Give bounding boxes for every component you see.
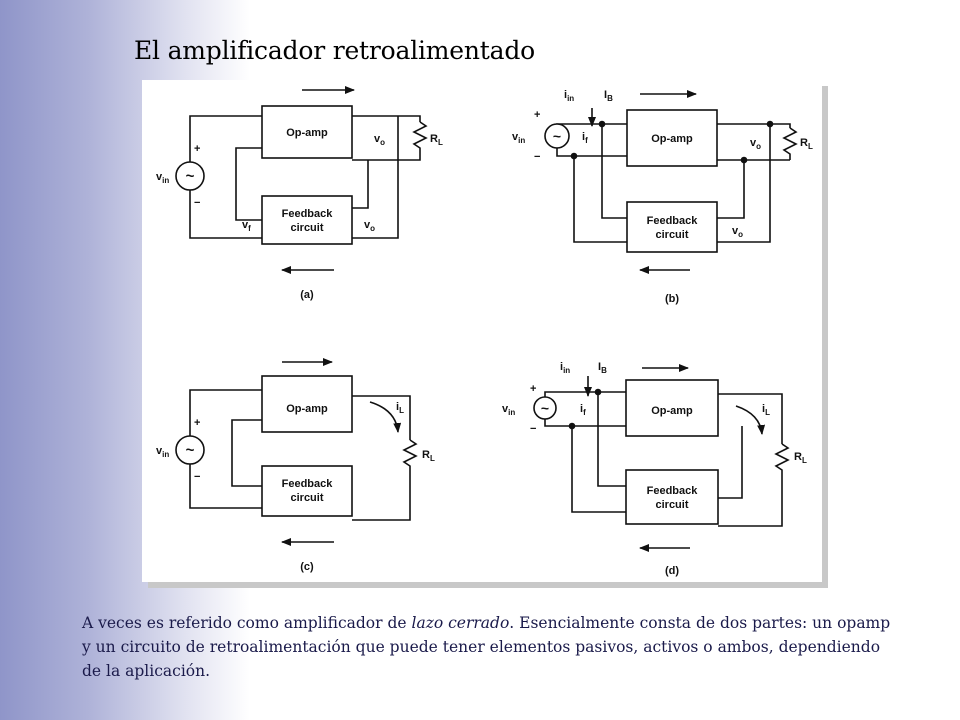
- opamp-box-c: [261, 375, 353, 433]
- vo-label-b: vo: [750, 137, 761, 151]
- figure-panel: ~ ~ ~ ~ Op-amp Feedback circuit + − vin …: [142, 80, 830, 590]
- vo-feedback-label-b: vo: [732, 225, 743, 239]
- feedback-label-c-line2: circuit: [290, 492, 323, 504]
- caption-label-d: (d): [665, 565, 679, 577]
- rl-label-a: RL: [430, 133, 443, 147]
- source-symbol-d: ~: [541, 400, 549, 416]
- opamp-box-a: [261, 105, 353, 159]
- il-label-d: iL: [762, 403, 770, 417]
- opamp-label-d: Op-amp: [651, 405, 693, 417]
- source-symbol-b: ~: [553, 128, 561, 144]
- feedback-label-a-line1: Feedback: [282, 208, 334, 220]
- slide-title: El amplificador retroalimentado: [134, 36, 536, 65]
- feedback-box-c: [261, 465, 353, 517]
- opamp-box-b: [626, 109, 718, 167]
- caption-before: A veces es referido como amplificador de: [82, 614, 412, 632]
- il-label-c: iL: [396, 401, 404, 415]
- feedback-box-a: [261, 195, 353, 245]
- load-resistor-c: [402, 439, 418, 472]
- minus-sign-a: −: [194, 197, 200, 209]
- rl-label-b: RL: [800, 137, 813, 151]
- feedback-label-a-line2: circuit: [290, 222, 323, 234]
- load-resistor-a: [412, 121, 428, 156]
- minus-sign-d: −: [530, 423, 536, 435]
- feedback-label-d-line1: Feedback: [647, 485, 699, 497]
- diagram-a: [175, 86, 428, 274]
- opamp-label-b: Op-amp: [651, 133, 693, 145]
- plus-sign-b: +: [534, 109, 540, 121]
- plus-sign-a: +: [194, 143, 200, 155]
- source-symbol-a: ~: [186, 168, 195, 185]
- iin-label-b: iin: [564, 89, 574, 103]
- diagram-b: [544, 90, 798, 274]
- opamp-label-c: Op-amp: [286, 403, 328, 415]
- vo-feedback-label-a: vo: [364, 219, 375, 233]
- feedback-label-b-line1: Feedback: [647, 215, 699, 227]
- if-label-b: if: [582, 131, 588, 145]
- load-resistor-b: [782, 127, 798, 160]
- minus-sign-c: −: [194, 471, 200, 483]
- ib-label-b: IB: [604, 89, 613, 103]
- iin-label-d: iin: [560, 361, 570, 375]
- vin-label-c: vin: [156, 445, 169, 459]
- caption-paragraph: A veces es referido como amplificador de…: [82, 611, 902, 683]
- ib-label-d: IB: [598, 361, 607, 375]
- vin-label-d: vin: [502, 403, 515, 417]
- vin-label-a: vin: [156, 171, 169, 185]
- diagram-d: [533, 364, 790, 552]
- vo-label-a: vo: [374, 133, 385, 147]
- feedback-label-b-line2: circuit: [655, 229, 688, 241]
- caption-label-b: (b): [665, 293, 679, 305]
- caption-after: . Esencialmente consta de dos partes: un…: [82, 614, 891, 680]
- source-symbol-c: ~: [186, 442, 195, 459]
- if-label-d: if: [580, 403, 586, 417]
- feedback-diagrams: ~ ~ ~ ~ Op-amp Feedback circuit + − vin …: [142, 80, 828, 588]
- plus-sign-d: +: [530, 383, 536, 395]
- feedback-label-d-line2: circuit: [655, 499, 688, 511]
- vin-label-b: vin: [512, 131, 525, 145]
- panel-background: [142, 80, 822, 582]
- load-resistor-d: [774, 443, 790, 476]
- opamp-label-a: Op-amp: [286, 127, 328, 139]
- plus-sign-c: +: [194, 417, 200, 429]
- opamp-box-d: [625, 379, 719, 437]
- feedback-box-d: [625, 469, 719, 525]
- caption-emphasis: lazo cerrado: [411, 614, 510, 632]
- caption-label-c: (c): [300, 561, 314, 573]
- minus-sign-b: −: [534, 151, 540, 163]
- rl-label-d: RL: [794, 451, 807, 465]
- feedback-box-b: [626, 201, 718, 253]
- feedback-label-c-line1: Feedback: [282, 478, 334, 490]
- diagram-c: [175, 358, 418, 546]
- rl-label-c: RL: [422, 449, 435, 463]
- caption-label-a: (a): [300, 289, 314, 301]
- vf-label-a: vf: [242, 219, 251, 233]
